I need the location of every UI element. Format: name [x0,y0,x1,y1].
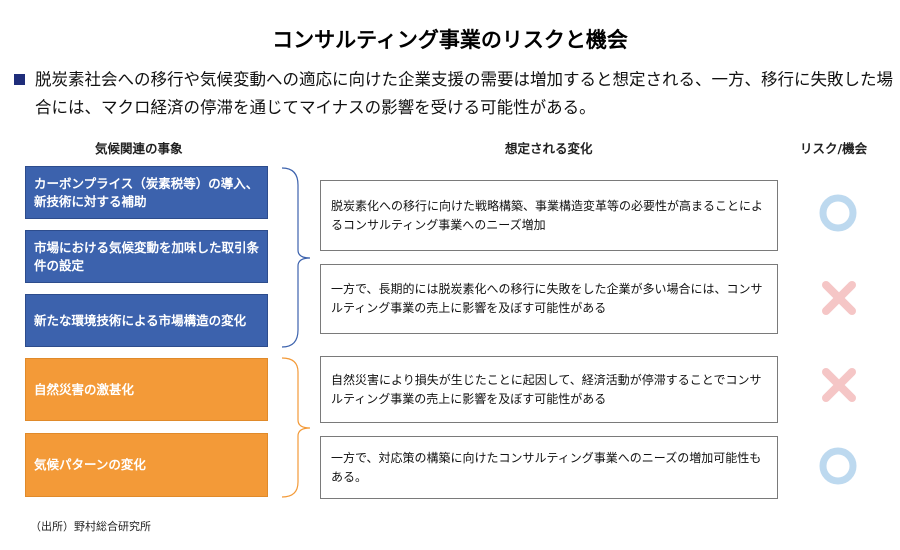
header-risk: リスク/機会 [800,141,868,156]
event-box: 新たな環境技術による市場構造の変化 [25,294,268,347]
page-title: コンサルティング事業のリスクと機会 [272,28,628,52]
risk-cross-icon [822,368,856,402]
change-box: 一方で、対応策の構築に向けたコンサルティング事業へのニーズの増加可能性もある。 [320,436,778,499]
lead-text: 脱炭素社会への移行や気候変動への適応に向けた企業支援の需要は増加すると想定される… [35,70,893,117]
opportunity-circle-icon [819,194,857,232]
event-box: カーボンプライス（炭素税等）の導入、新技術に対する補助 [25,166,268,219]
change-box: 一方で、長期的には脱炭素化への移行に失敗をした企業が多い場合には、コンサルティン… [320,264,778,334]
event-box: 自然災害の激甚化 [25,358,268,421]
event-box: 気候パターンの変化 [25,433,268,497]
change-box: 脱炭素化への移行に向けた戦略構築、事業構造変革等の必要性が高まることによるコンサ… [320,180,778,251]
opportunity-circle-icon [819,447,857,485]
header-changes: 想定される変化 [505,141,593,156]
risk-cross-icon [822,281,856,315]
header-events: 気候関連の事象 [95,141,183,156]
orange-brace-icon [281,357,311,498]
event-box: 市場における気候変動を加味した取引条件の設定 [25,230,268,283]
blue-brace-icon [281,167,311,348]
change-box: 自然災害により損失が生じたことに起因して、経済活動が停滞することでコンサルティン… [320,356,778,423]
source-note: （出所）野村総合研究所 [30,520,151,533]
bullet-square-icon [14,74,25,85]
